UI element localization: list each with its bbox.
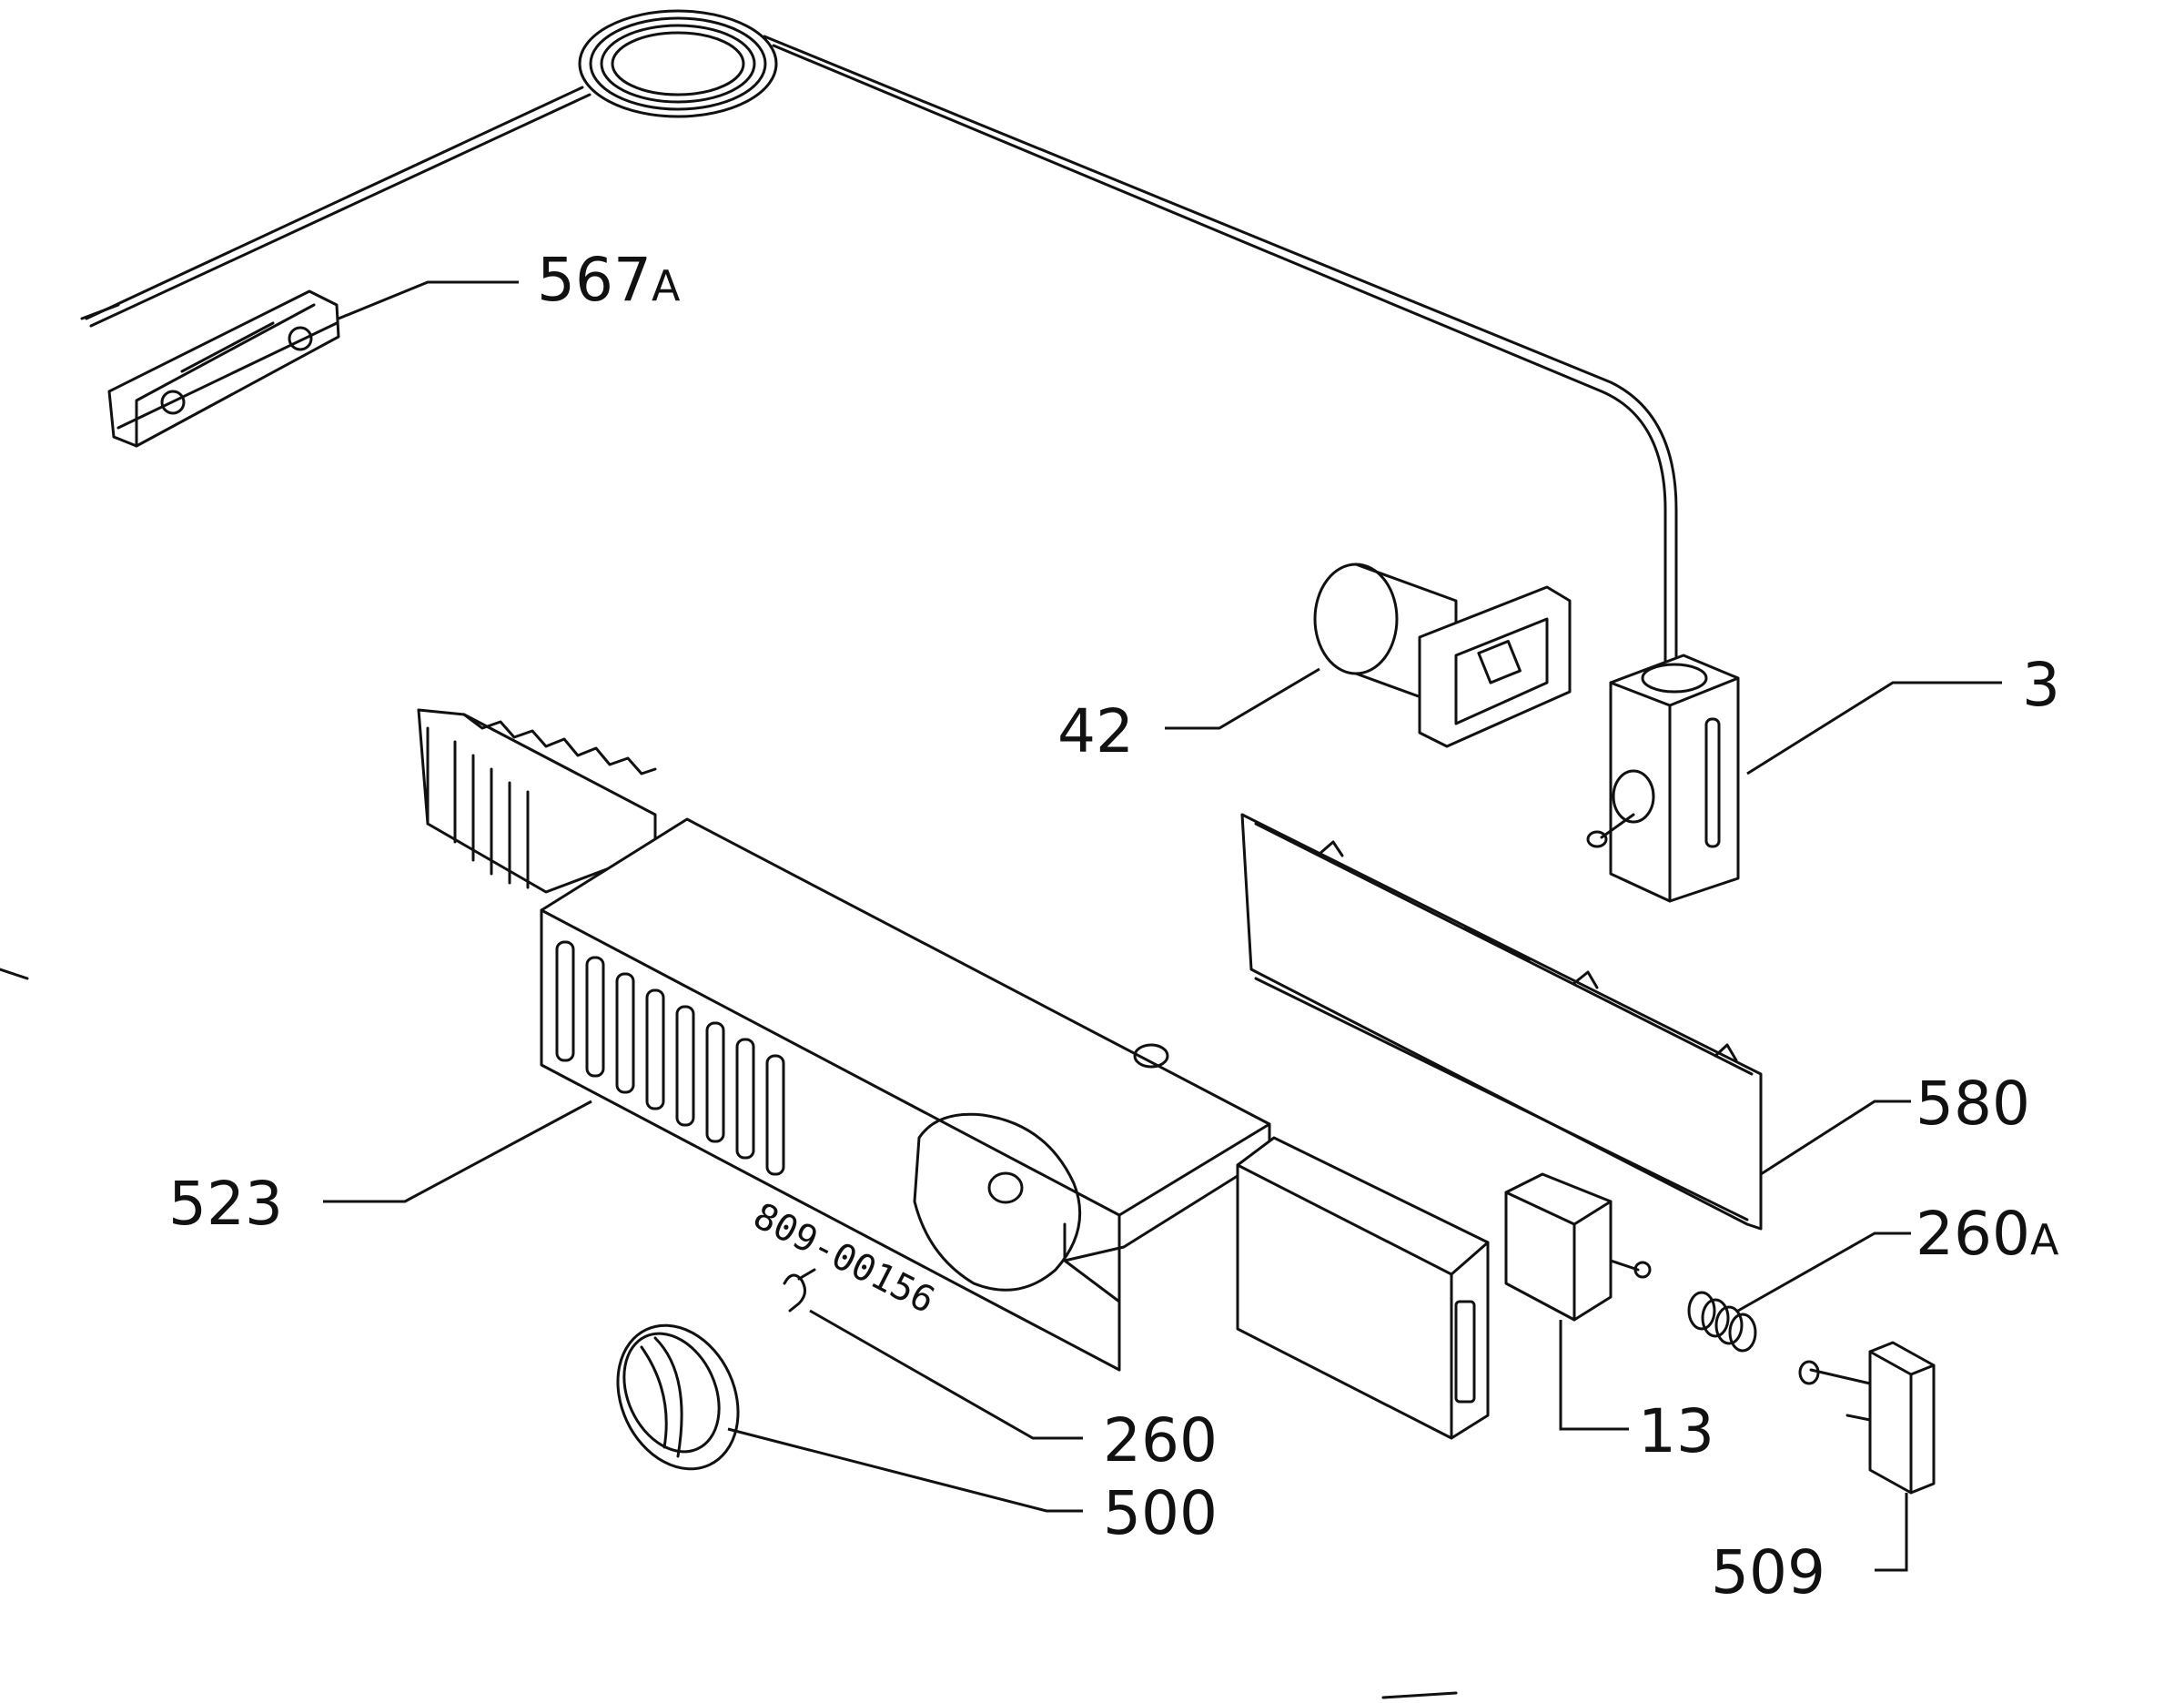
part-13-switch[interactable] xyxy=(1504,1172,1652,1322)
label-42: 42 xyxy=(1057,696,1134,766)
part-509-button[interactable] xyxy=(1798,1341,1936,1495)
part-3-thermostat[interactable] xyxy=(1586,654,1740,903)
part-580-panel[interactable] xyxy=(1240,813,1763,1231)
edge-mark-left xyxy=(0,968,29,980)
part-260a-spring[interactable] xyxy=(1687,1291,1757,1353)
label-580: 580 xyxy=(1916,1069,2030,1139)
label-509: 509 xyxy=(1711,1537,1825,1607)
housing-vent-slots xyxy=(555,940,785,1176)
label-13: 13 xyxy=(1638,1396,1714,1466)
label-260: 260 xyxy=(1103,1405,1218,1475)
label-260a: 260A xyxy=(1916,1199,2059,1269)
part-523-housing[interactable] xyxy=(417,708,1271,1372)
part-567a-clamp[interactable] xyxy=(107,289,340,448)
capillary-tube xyxy=(80,9,1678,666)
part-cover-block[interactable] xyxy=(1236,1136,1490,1440)
label-500: 500 xyxy=(1103,1478,1218,1548)
part-42-lamp-holder[interactable] xyxy=(1313,563,1572,748)
label-567a: 567A xyxy=(537,245,681,315)
part-labels: 567A 3 42 580 260A 523 260 500 13 509 xyxy=(168,245,2060,1607)
edge-mark-bottom xyxy=(1381,1691,1458,1699)
label-3: 3 xyxy=(2022,650,2060,720)
label-523: 523 xyxy=(168,1169,283,1239)
leader-lines xyxy=(323,280,2002,1572)
part-260-clip[interactable] xyxy=(783,1268,816,1313)
part-500-knob[interactable] xyxy=(595,1305,761,1488)
